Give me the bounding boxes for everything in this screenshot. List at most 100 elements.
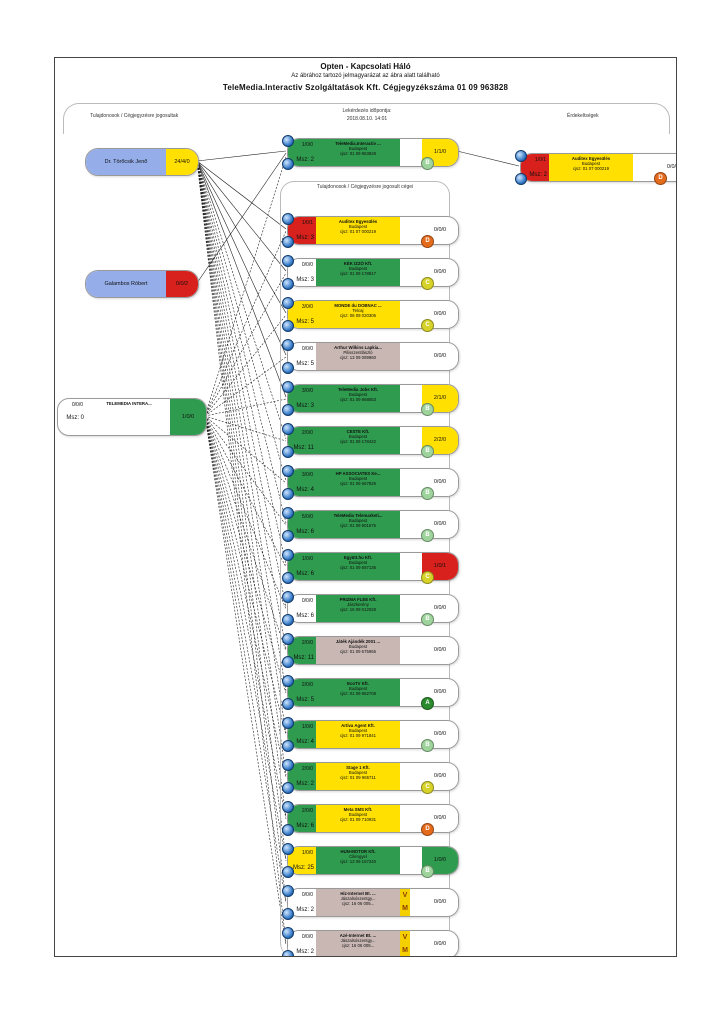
rating-badge: D	[654, 172, 667, 185]
connector-pin[interactable]	[282, 423, 294, 435]
connector-pin[interactable]	[282, 801, 294, 813]
company-cjsz: cjsz: 16 09 012028	[339, 607, 377, 613]
connector-pin[interactable]	[282, 488, 294, 500]
connector-pin[interactable]	[282, 717, 294, 729]
connector-pin[interactable]	[282, 158, 294, 170]
company-cjsz: cjsz: 01 09 675965	[339, 649, 377, 655]
connector-pin[interactable]	[282, 339, 294, 351]
connector-pin[interactable]	[282, 633, 294, 645]
connection-line	[196, 160, 287, 440]
company-city: Budapest	[348, 728, 368, 734]
company-name: EcoTV Kft.	[347, 681, 369, 686]
connector-pin[interactable]	[282, 675, 294, 687]
company-city: Budapest	[348, 476, 368, 482]
target-msz: Msz: 0	[66, 415, 84, 421]
query-time-value: 2018.08.10. 14:01	[346, 116, 388, 122]
connector-pin[interactable]	[282, 572, 294, 584]
company-msz: Msz: 25	[292, 865, 314, 871]
connector-pin[interactable]	[282, 135, 294, 147]
connector-pin[interactable]	[282, 507, 294, 519]
connector-pin[interactable]	[282, 278, 294, 290]
rating-badge: C	[421, 781, 434, 794]
connector-pin[interactable]	[282, 591, 294, 603]
connection-line	[196, 160, 287, 482]
connector-pin[interactable]	[282, 320, 294, 332]
connector-pin[interactable]	[515, 150, 527, 162]
connector-pin[interactable]	[282, 446, 294, 458]
connector-pin[interactable]	[282, 614, 294, 626]
connection-line	[204, 415, 287, 442]
company-city: Budapest	[348, 644, 368, 650]
connection-line	[196, 160, 287, 398]
company-cjsz: cjsz: 01 09 178422	[339, 439, 377, 445]
connector-pin[interactable]	[282, 843, 294, 855]
connector-pin[interactable]	[282, 213, 294, 225]
connector-pin[interactable]	[282, 759, 294, 771]
connector-pin[interactable]	[282, 824, 294, 836]
connector-pin[interactable]	[282, 549, 294, 561]
connection-line	[196, 150, 287, 162]
company-ratio: 1/0/0	[301, 556, 313, 562]
company-city: Budapest	[348, 434, 368, 440]
company-cjsz: cjsz: 01 07 000219	[339, 229, 377, 235]
company-name: Játék Ajándék 2001 ...	[335, 639, 381, 644]
connector-pin[interactable]	[282, 255, 294, 267]
rating-badge: B	[421, 157, 434, 170]
connector-pin[interactable]	[282, 698, 294, 710]
connector-pin[interactable]	[282, 740, 294, 752]
company-city: Cilengyel	[349, 854, 367, 860]
connector-pin[interactable]	[282, 465, 294, 477]
connector-pin[interactable]	[282, 950, 294, 956]
connector-pin[interactable]	[282, 530, 294, 542]
company-msz: Msz: 2	[529, 172, 547, 178]
connector-pin[interactable]	[282, 404, 294, 416]
connection-line	[196, 160, 287, 314]
company-msz: Msz: 2	[296, 907, 314, 913]
company-msz: Msz: 2	[296, 781, 314, 787]
company-msz: Msz: 5	[296, 697, 314, 703]
connector-pin[interactable]	[282, 362, 294, 374]
connector-pin[interactable]	[282, 381, 294, 393]
company-cjsz: cjsz: 06 09 020306	[339, 313, 377, 319]
company-cjsz: cjsz: 01 09 710931	[339, 817, 377, 823]
connector-pin[interactable]	[282, 782, 294, 794]
connection-line	[204, 415, 287, 904]
company-msz: Msz: 3	[296, 235, 314, 241]
connector-pin[interactable]	[282, 297, 294, 309]
connector-pin[interactable]	[282, 656, 294, 668]
company-city: Budapest	[348, 812, 368, 818]
owners-column-label: Tulajdonosok / Cégjegyzésre jogosultak	[90, 113, 179, 119]
connector-pin[interactable]	[282, 927, 294, 939]
connector-pin[interactable]	[282, 236, 294, 248]
connector-pin[interactable]	[515, 173, 527, 185]
connector-pin[interactable]	[282, 885, 294, 897]
company-msz: Msz: 6	[296, 529, 314, 535]
company-name: HUN-MOTOR Kft.	[340, 849, 376, 854]
connector-pin[interactable]	[282, 866, 294, 878]
company-city: Budapest	[348, 770, 368, 776]
connection-line	[196, 160, 287, 734]
company-city: Pilisszentlászló	[343, 350, 373, 356]
connector-pin[interactable]	[282, 908, 294, 920]
rating-badge: B	[421, 529, 434, 542]
company-msz: Msz: 6	[296, 823, 314, 829]
